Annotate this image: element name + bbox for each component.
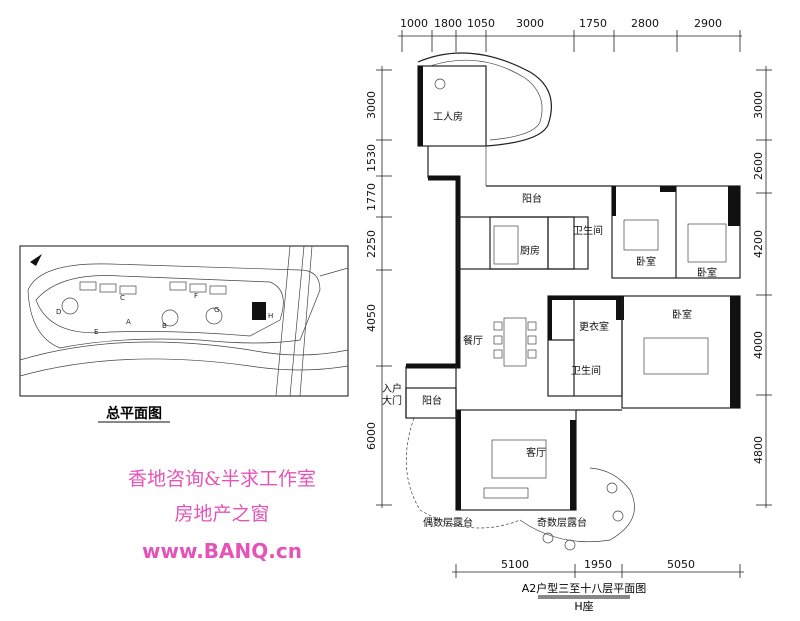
room-dining: 餐厅: [463, 334, 483, 347]
room-living: 客厅: [526, 446, 546, 459]
watermark-line1: 香地咨询&半求工作室: [128, 468, 316, 490]
left-dim-6: 6000: [365, 422, 378, 450]
room-terrace-even: 偶数层露台: [423, 516, 473, 529]
room-balcony-front: 阳台: [422, 394, 442, 407]
right-dim-2: 2600: [752, 152, 765, 180]
room-bedroom-master: 卧室: [672, 308, 692, 321]
site-block-h: H: [268, 312, 273, 320]
site-plan: A B C D E F G H: [19, 245, 349, 397]
room-balcony-top: 阳台: [522, 192, 542, 205]
top-dim-5: 1750: [579, 17, 607, 30]
site-block-d: D: [56, 308, 61, 316]
right-dim-5: 4800: [752, 436, 765, 464]
room-servant: 工人房: [433, 110, 463, 123]
top-dim-7: 2900: [694, 17, 722, 30]
left-dim-2: 1530: [365, 144, 378, 172]
top-dim-3: 1050: [467, 17, 495, 30]
plan-subtitle: H座: [574, 599, 593, 613]
site-block-g: G: [214, 306, 219, 314]
right-dimension-line: 3000 2600 4200 4000 4800: [752, 66, 772, 508]
top-dim-4: 3000: [516, 17, 544, 30]
watermark: 香地咨询&半求工作室 房地产之窗 www.BANQ.cn: [128, 468, 316, 563]
site-block-c: C: [120, 294, 125, 302]
room-dressing: 更衣室: [579, 320, 609, 333]
site-block-e: E: [94, 328, 98, 336]
site-block-a: A: [126, 318, 131, 326]
left-dim-5: 4050: [365, 304, 378, 332]
bottom-dim-1: 5100: [501, 558, 529, 571]
plan-title: A2户型三至十八层平面图: [522, 581, 647, 595]
room-bedroom-1: 卧室: [636, 255, 656, 268]
right-dim-3: 4200: [752, 230, 765, 258]
room-bathroom-2: 卫生间: [571, 364, 601, 377]
site-block-f: F: [194, 292, 198, 300]
top-dim-6: 2800: [631, 17, 659, 30]
site-block-b: B: [162, 322, 167, 330]
furniture: [434, 78, 727, 499]
left-dim-1: 3000: [365, 91, 378, 119]
room-entrance-line2: 大门: [382, 394, 402, 407]
left-dim-4: 2250: [365, 230, 378, 258]
room-bathroom-1: 卫生间: [573, 224, 603, 237]
room-entrance-line1: 入户: [382, 382, 402, 395]
bottom-dim-3: 5050: [667, 558, 695, 571]
watermark-line2: 房地产之窗: [174, 503, 269, 525]
right-dim-4: 4000: [752, 331, 765, 359]
plan-walls: [405, 52, 741, 551]
room-kitchen: 厨房: [520, 244, 540, 257]
right-dim-1: 3000: [752, 91, 765, 119]
left-dim-3: 1770: [365, 183, 378, 211]
top-dim-1: 1000: [400, 17, 428, 30]
top-dimension-line: 1000 1800 1050 3000 1750 2800 2900: [398, 17, 742, 52]
left-dimension-line: 3000 1530 1770 2250 4050 6000: [365, 66, 392, 508]
watermark-line3: www.BANQ.cn: [142, 539, 302, 563]
top-dim-2: 1800: [434, 17, 462, 30]
bottom-dimension-line: 5100 1950 5050: [452, 558, 744, 578]
room-terrace-odd: 奇数层露台: [537, 516, 587, 529]
room-bedroom-2: 卧室: [697, 266, 717, 279]
room-labels: 工人房 阳台 卫生间 厨房 卧室 卧室 卧室 更衣室 餐厅 卫生间 入户 大门 …: [382, 110, 717, 529]
plan-title-block: A2户型三至十八层平面图 H座: [522, 581, 647, 613]
site-plan-caption: 总平面图: [106, 405, 162, 422]
bottom-dim-2: 1950: [584, 558, 612, 571]
